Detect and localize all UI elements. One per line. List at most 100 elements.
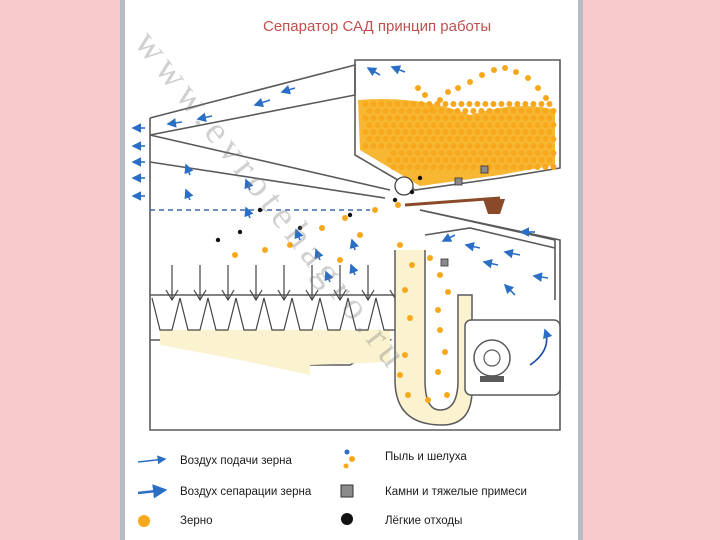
- grain-dot: [342, 215, 348, 221]
- air-arrow: [349, 263, 359, 276]
- grain-dot: [426, 115, 433, 121]
- grain-dot: [470, 136, 477, 142]
- grain-dot: [474, 157, 481, 163]
- grain-dot: [430, 122, 437, 128]
- grain-dot: [514, 157, 521, 163]
- grid-fan: [193, 289, 207, 302]
- grain-dot: [458, 157, 465, 163]
- grain-dot: [414, 108, 421, 114]
- grain-dot: [494, 164, 501, 170]
- grain-dot: [398, 136, 405, 142]
- grain-dot: [466, 115, 473, 121]
- grain-dot: [482, 143, 489, 149]
- grain-dot: [550, 108, 557, 114]
- grain-dot: [426, 129, 433, 135]
- grain-dot: [542, 108, 549, 114]
- grain-dot: [450, 157, 457, 163]
- grain-dot: [518, 122, 525, 128]
- grain-dot: [486, 108, 493, 114]
- air-arrow: [532, 272, 549, 282]
- grid-tooth: [291, 297, 321, 331]
- grid-tooth: [235, 297, 265, 331]
- grid-fan: [361, 289, 375, 302]
- grain-dot: [542, 150, 549, 156]
- grain-dot: [518, 136, 525, 142]
- grain-dot: [366, 108, 373, 114]
- grain-dot: [394, 101, 401, 107]
- grain-dot: [550, 122, 557, 128]
- legend-symbols: [137, 449, 355, 527]
- grain-dot: [502, 164, 509, 170]
- grain-dot: [390, 164, 397, 170]
- grain-dot: [370, 101, 377, 107]
- grain-dot: [490, 157, 497, 163]
- grain-dot: [474, 143, 481, 149]
- grain-dot: [418, 129, 425, 135]
- grain-dot: [386, 129, 393, 135]
- grain-dot: [357, 232, 363, 238]
- grain-dot: [502, 150, 509, 156]
- stone-particles: [440, 165, 489, 267]
- grain-dot: [454, 136, 461, 142]
- grain-dot: [442, 115, 449, 121]
- air-arrow: [244, 178, 254, 191]
- grain-dot: [402, 101, 409, 107]
- grain-dot: [518, 164, 525, 170]
- grain-dot: [434, 129, 441, 135]
- grain-dot: [490, 101, 497, 107]
- air-arrow: [314, 248, 324, 261]
- grain-dot: [398, 122, 405, 128]
- air-arrow: [253, 97, 271, 108]
- grain-dot: [405, 392, 411, 398]
- grain-dot: [450, 115, 457, 121]
- grain-dot: [382, 122, 389, 128]
- grain-dot: [514, 129, 521, 135]
- grain-dot: [494, 136, 501, 142]
- grain-dot: [522, 129, 529, 135]
- grain-dot: [414, 164, 421, 170]
- grain-dot: [437, 327, 443, 333]
- grain-dot: [407, 315, 413, 321]
- grid-fan: [221, 289, 235, 302]
- grain-dot: [510, 164, 517, 170]
- grain-dot: [474, 129, 481, 135]
- grain-dot: [374, 122, 381, 128]
- air-arrow: [196, 112, 213, 123]
- legend-feed-air: Воздух подачи зерна: [180, 455, 292, 467]
- grain-dot: [450, 101, 457, 107]
- grain-dot: [534, 122, 541, 128]
- grain-dot: [525, 75, 531, 81]
- grain-dot: [518, 150, 525, 156]
- grain-dot: [502, 122, 509, 128]
- grain-dot: [458, 129, 465, 135]
- grain-dot: [422, 136, 429, 142]
- grain-dot: [482, 101, 489, 107]
- grain-dot: [522, 157, 529, 163]
- grid-tooth: [179, 297, 209, 331]
- grain-dot: [479, 72, 485, 78]
- grain-dot: [462, 122, 469, 128]
- grain-dot: [438, 164, 445, 170]
- grain-dot: [426, 101, 433, 107]
- grain-dot: [406, 108, 413, 114]
- grain-dot: [522, 143, 529, 149]
- grain-dot: [546, 143, 553, 149]
- grain-dot: [445, 89, 451, 95]
- grain-dot: [502, 108, 509, 114]
- grain-dot: [534, 164, 541, 170]
- grain-dot: [422, 108, 429, 114]
- grain-dot: [478, 108, 485, 114]
- grain-dot: [410, 115, 417, 121]
- grain-dot: [498, 101, 505, 107]
- grain-dot: [394, 143, 401, 149]
- grain-dot: [414, 150, 421, 156]
- grain-dot: [410, 157, 417, 163]
- grain-dot: [382, 136, 389, 142]
- grain-dot: [406, 150, 413, 156]
- grain-dot: [438, 136, 445, 142]
- air-arrow: [349, 238, 359, 251]
- grain-dot: [490, 129, 497, 135]
- grain-dot: [442, 129, 449, 135]
- grain-dot: [462, 136, 469, 142]
